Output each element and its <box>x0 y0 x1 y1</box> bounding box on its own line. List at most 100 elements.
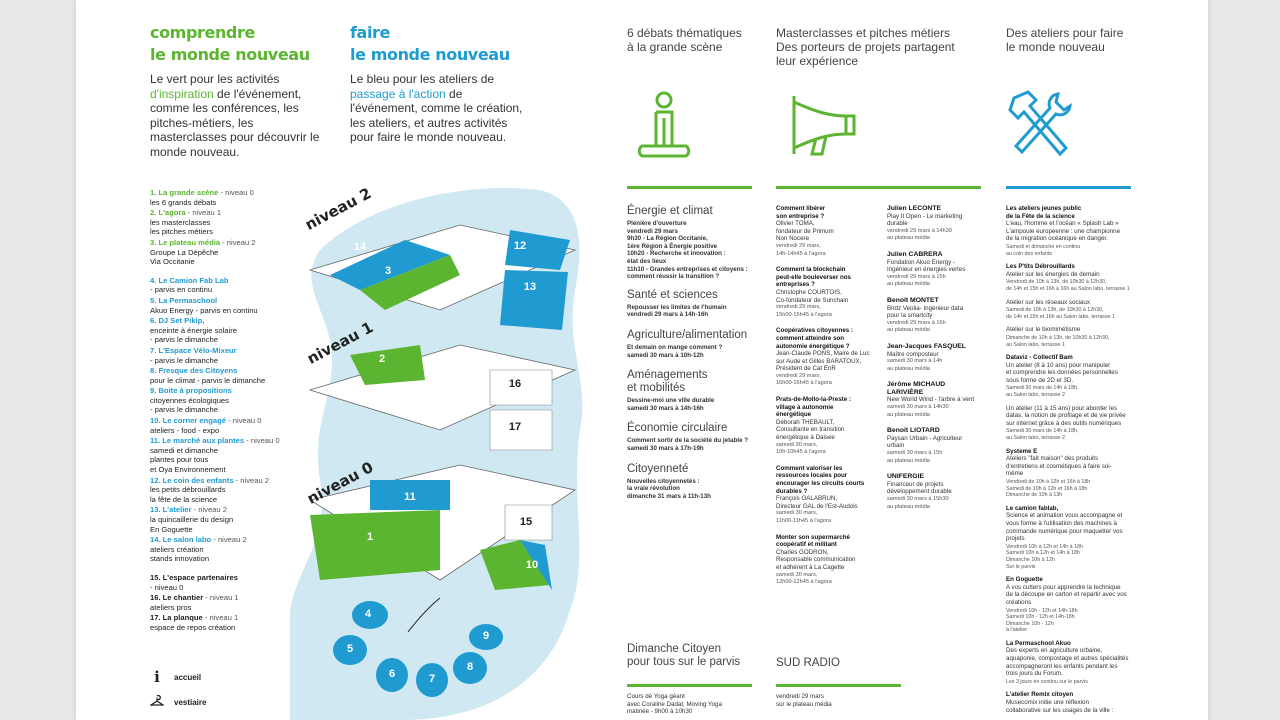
radio-title: SUD RADIO <box>776 657 840 669</box>
sunday-body: Cours de Yoga géant avec Coraline Dadat,… <box>627 693 722 716</box>
legend-item-name: 2. L'agora <box>150 208 186 218</box>
zone-label-8: 8 <box>466 661 474 673</box>
pitch-name: Jérôme MICHAUD LARIVIÈRE <box>887 381 946 396</box>
masterclass-speaker: Jean-Claude PONS, Maire de Luc sur Aude … <box>776 350 870 373</box>
zone-label-13: 13 <box>523 281 537 293</box>
legend-item-desc: espace de repos création <box>150 622 236 632</box>
legend-item: 4. Le Camion Fab Lab- parvis en continu <box>150 276 310 295</box>
atelier-body: Des experts en agriculture urbaine, aqua… <box>1006 647 1129 678</box>
pitch-date: vendredi 29 mars à 16h au plateau média <box>887 319 946 334</box>
atelier-title: L'atelier Remix citoyen <box>1006 691 1074 699</box>
col2-rule <box>776 186 981 189</box>
legend-vestiaire: vestiaire <box>148 694 206 710</box>
pitch-name: Benoît MONTET <box>887 296 939 304</box>
atelier-title: Les ateliers jeunes public de la Fête de… <box>1006 205 1082 220</box>
masterclass-date: samedi 30 mars, 10h-10h45 à l'agora <box>776 441 826 456</box>
atelier-body: Atelier sur les énergies de demain <box>1006 270 1100 278</box>
col1-heading: 6 débats thématiques à la grande scène <box>627 26 742 54</box>
masterclass-block: Monter son supermarché coopératif et mil… <box>776 534 881 587</box>
atelier-title: Systeme E <box>1006 447 1038 455</box>
debate-body: Et demain on mange comment ? samedi 30 m… <box>627 343 723 359</box>
pitch-date: samedi 30 mars à 14h30 au plateau média <box>887 404 949 418</box>
comprendre-title-2: le monde nouveau <box>150 45 310 64</box>
pitch-date: vendredi 29 mars à 14h30 au plateau médi… <box>887 227 952 242</box>
zone-label-2: 2 <box>378 353 386 365</box>
atelier-title: Le camion fablab, <box>1006 504 1059 512</box>
legend-item-name: 16. Le chantier <box>150 593 204 603</box>
legend-item-name: 15. L'espace partenaires <box>150 572 238 582</box>
atelier-body: Un atelier (8 à 10 ans) pour manipuler e… <box>1006 361 1118 384</box>
masterclass-title: Coopératives citoyennes : comment attein… <box>776 327 854 350</box>
legend-item-level: - niveau 2 <box>233 475 270 485</box>
zone-label-17: 17 <box>508 421 522 433</box>
legend-item-level: - niveau 0 <box>218 188 254 197</box>
zone-label-4: 4 <box>364 608 372 620</box>
masterclass-date: vendredi 29 mars, 16h00-16h45 à l'agora <box>776 372 832 387</box>
zone-16 <box>489 369 553 406</box>
pitch-role: Paysan Urbain - Agriculteur urbain <box>887 434 963 450</box>
pitch-role: Fondation Akuo Energy - Ingénieur en éne… <box>887 258 966 274</box>
legend-item-desc: ateliers - food - expo <box>150 425 220 435</box>
pitch-role: Birdz Veolia- Ingénieur data pour la sma… <box>887 304 964 320</box>
legend-item-name: 7. L'Espace Vélo-Mixeur <box>150 345 237 355</box>
legend-item-name: 12. Le coin des enfants <box>150 475 234 485</box>
zone-9 <box>469 624 503 650</box>
map-drawing <box>290 188 583 720</box>
atelier-date: Vendredi 10h - 12h et 14h-18h Samedi 10h… <box>1006 607 1078 634</box>
atelier-date: Samedi 30 mars de 14h à 18h, au Salon la… <box>1006 385 1079 399</box>
comprendre-text: Le vert pour les activités d'inspiration… <box>150 72 330 159</box>
legend-item-level: - niveau 0 <box>244 436 280 446</box>
zone-1 <box>310 510 440 580</box>
legend-item: 15. L'espace partenaires- niveau 0 <box>150 573 310 592</box>
sunday-title: Dimanche Citoyen pour tous sur le parvis <box>627 643 741 668</box>
zone-label-10: 10 <box>525 559 539 571</box>
zone-label-7: 7 <box>428 673 436 685</box>
atelier-date: Dimanche de 10h à 13h, de 10h30 à 12h30,… <box>1006 334 1110 348</box>
atelier-title: La Permaschool Akuo <box>1006 639 1071 647</box>
debate-body: Comment sortir de la société du jetable … <box>627 437 749 452</box>
comprendre-text-post: de l'événement, comme les conférences, l… <box>150 86 320 159</box>
faire-text-post: de l'événement, comme le création, les a… <box>350 86 523 145</box>
legend-item-desc: ateliers pros <box>150 602 192 612</box>
col2-heading: Masterclasses et pitches métiers Des por… <box>776 26 955 68</box>
radio-rule <box>776 684 901 687</box>
faire-text: Le bleu pour les ateliers de passage à l… <box>350 72 528 145</box>
legend-item-level: - niveau 2 <box>211 535 247 545</box>
legend-item-level: - niveau 1 <box>202 613 239 623</box>
zone-label-11: 11 <box>404 491 416 503</box>
zone-10-green <box>480 540 550 590</box>
masterclass-block: Comment valoriser les ressources locales… <box>776 465 881 526</box>
atelier-block: Le camion fablab,Science et animation vo… <box>1006 505 1136 570</box>
legend-item-name: 13. L'atelier <box>150 505 192 515</box>
legend-accueil: i accueil <box>150 668 206 686</box>
person-stage-icon <box>626 88 696 165</box>
col3-heading: Des ateliers pour faire le monde nouveau <box>1006 26 1124 54</box>
zone-17 <box>489 409 553 451</box>
col1-rule <box>627 186 752 189</box>
comprendre-text-pre: Le vert pour les activités <box>150 72 280 86</box>
masterclass-title: Comment valoriser les ressources locales… <box>776 464 865 495</box>
debate-title: Énergie et climat <box>627 205 713 217</box>
debate-body: Plénière d'ouverture vendredi 29 mars 9h… <box>627 220 748 281</box>
faire-title-2: le monde nouveau <box>350 45 510 64</box>
atelier-block: Les ateliers jeunes public de la Fête de… <box>1006 205 1136 257</box>
